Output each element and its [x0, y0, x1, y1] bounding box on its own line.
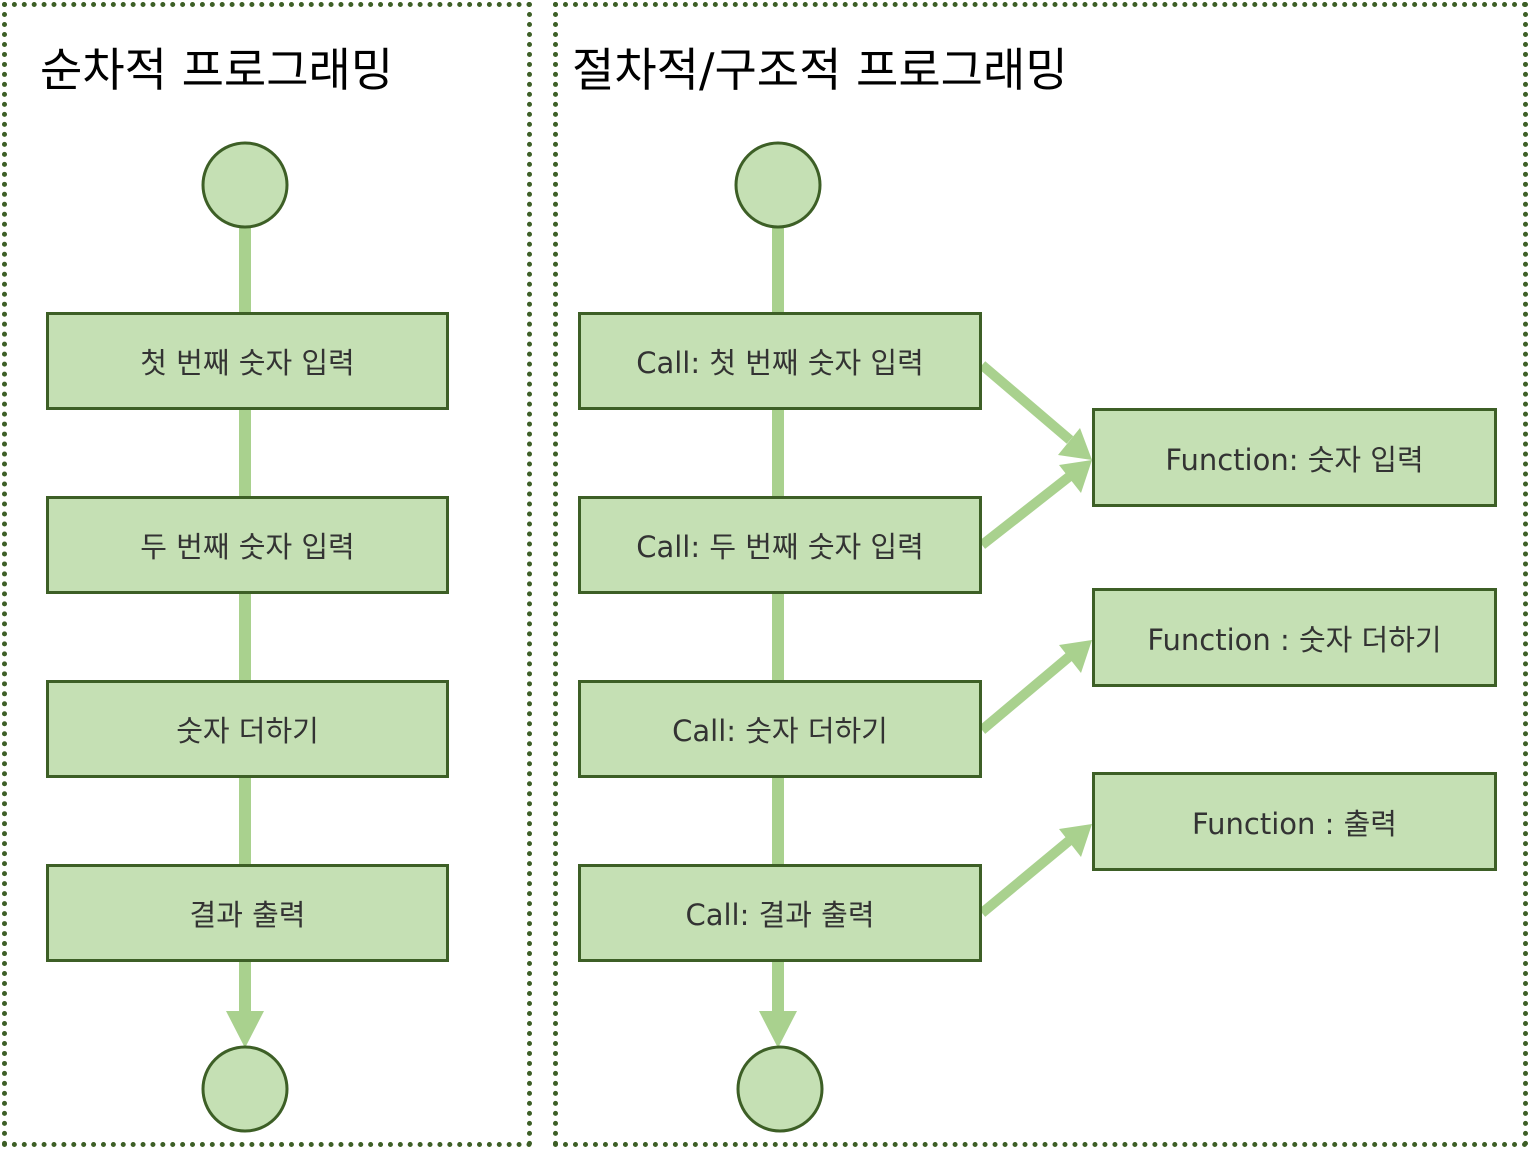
left-end-node: [201, 1045, 289, 1133]
function-box: Function : 숫자 더하기: [1092, 588, 1497, 687]
call-box: Call: 숫자 더하기: [578, 680, 982, 778]
function-label: Function : 숫자 더하기: [1147, 622, 1442, 657]
step-label: 첫 번째 숫자 입력: [140, 346, 355, 380]
arrow-call2-to-input: [978, 472, 1074, 549]
arrow-call4-to-output: [978, 836, 1074, 917]
left-start-node: [201, 141, 289, 229]
step-box: 두 번째 숫자 입력: [46, 496, 449, 594]
function-box: Function : 출력: [1092, 772, 1497, 871]
arrowhead-call1: [1058, 428, 1092, 460]
step-box: 결과 출력: [46, 864, 449, 962]
call-box: Call: 결과 출력: [578, 864, 982, 962]
call-box: Call: 두 번째 숫자 입력: [578, 496, 982, 594]
call-label: Call: 결과 출력: [685, 898, 875, 932]
arrowhead-call3: [1059, 640, 1092, 673]
call-label: Call: 두 번째 숫자 입력: [636, 530, 924, 564]
arrow-call1-to-input: [978, 361, 1074, 444]
step-label: 결과 출력: [189, 898, 306, 932]
arrow-call3-to-add: [978, 652, 1074, 734]
call-label: Call: 첫 번째 숫자 입력: [636, 346, 924, 380]
arrowhead-call4: [1059, 824, 1092, 857]
arrowhead-call2: [1059, 460, 1092, 493]
right-end-arrowhead: [759, 1011, 797, 1048]
step-label: 두 번째 숫자 입력: [140, 530, 355, 564]
right-start-node: [734, 141, 822, 229]
procedural-title: 절차적/구조적 프로그래밍: [572, 43, 1068, 97]
step-label: 숫자 더하기: [176, 714, 319, 748]
function-box: Function: 숫자 입력: [1092, 408, 1497, 507]
left-end-arrowhead: [226, 1011, 264, 1048]
sequential-title: 순차적 프로그래밍: [40, 43, 394, 97]
function-label: Function: 숫자 입력: [1165, 442, 1424, 477]
right-end-node: [736, 1045, 824, 1133]
function-label: Function : 출력: [1192, 806, 1397, 841]
step-box: 첫 번째 숫자 입력: [46, 312, 449, 410]
step-box: 숫자 더하기: [46, 680, 449, 778]
call-box: Call: 첫 번째 숫자 입력: [578, 312, 982, 410]
call-label: Call: 숫자 더하기: [672, 714, 888, 748]
